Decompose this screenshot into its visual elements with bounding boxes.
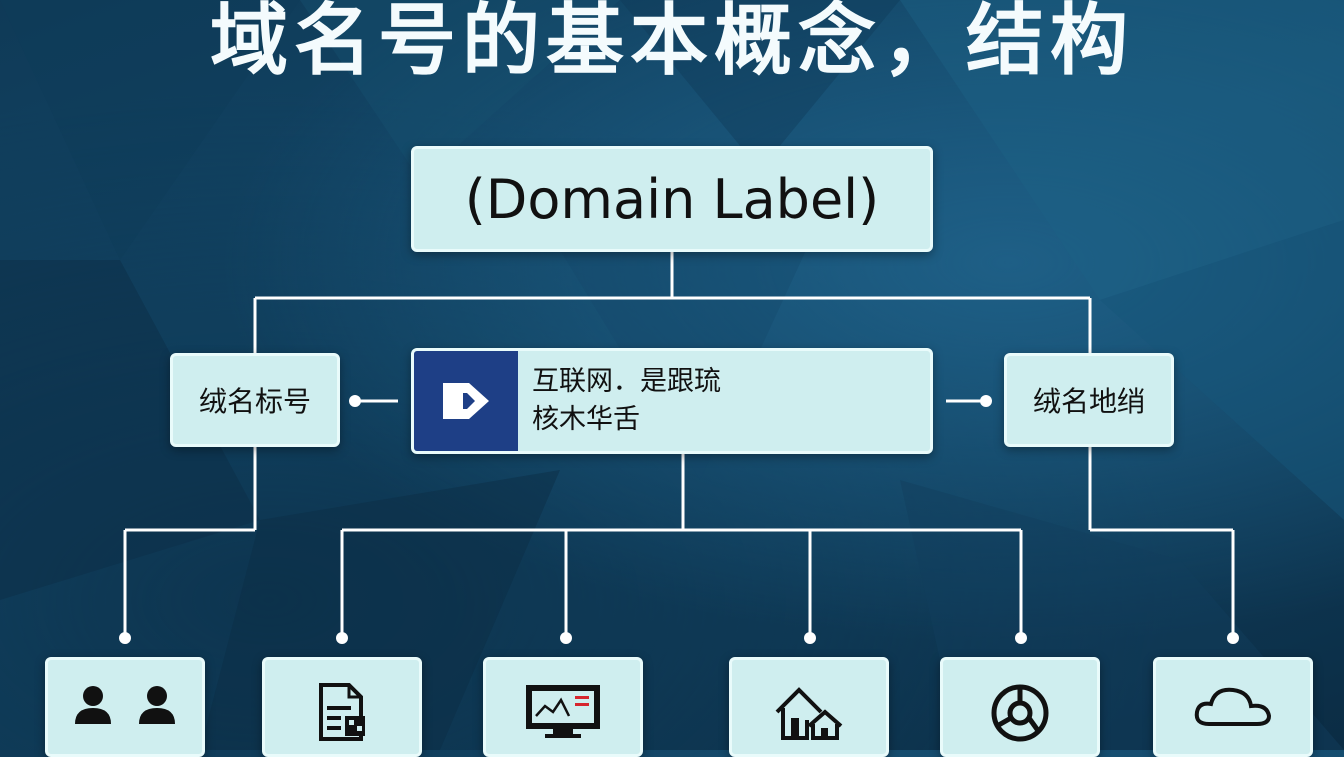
left-node: 绒名标号 bbox=[170, 353, 340, 447]
monitor-chart-icon bbox=[526, 685, 600, 738]
right-node-label: 绒名地绡 bbox=[1032, 385, 1145, 418]
leaf-browser bbox=[940, 657, 1100, 757]
users-icon bbox=[75, 686, 175, 724]
cloud-icon bbox=[1194, 687, 1272, 726]
leaf-document bbox=[262, 657, 422, 757]
center-node: 互联网．是跟琉 核木华舌 bbox=[411, 348, 933, 454]
leaf-users bbox=[45, 657, 205, 757]
right-node: 绒名地绡 bbox=[1004, 353, 1174, 447]
forward-arrow-icon bbox=[414, 351, 518, 451]
houses-icon bbox=[775, 687, 843, 740]
center-node-line2: 核木华舌 bbox=[532, 404, 640, 435]
leaf-monitor bbox=[483, 657, 643, 757]
root-node-domain-label: (Domain Label) bbox=[411, 146, 933, 252]
center-node-line1: 互联网．是跟琉 bbox=[532, 366, 721, 397]
page-title: 域名号的基本概念，结构 bbox=[209, 0, 1134, 86]
browser-globe-icon bbox=[991, 684, 1049, 742]
root-node-label: (Domain Label) bbox=[464, 167, 880, 231]
document-icon bbox=[319, 683, 365, 741]
leaf-cloud bbox=[1153, 657, 1313, 757]
leaf-houses bbox=[729, 657, 889, 757]
left-node-label: 绒名标号 bbox=[198, 385, 311, 418]
